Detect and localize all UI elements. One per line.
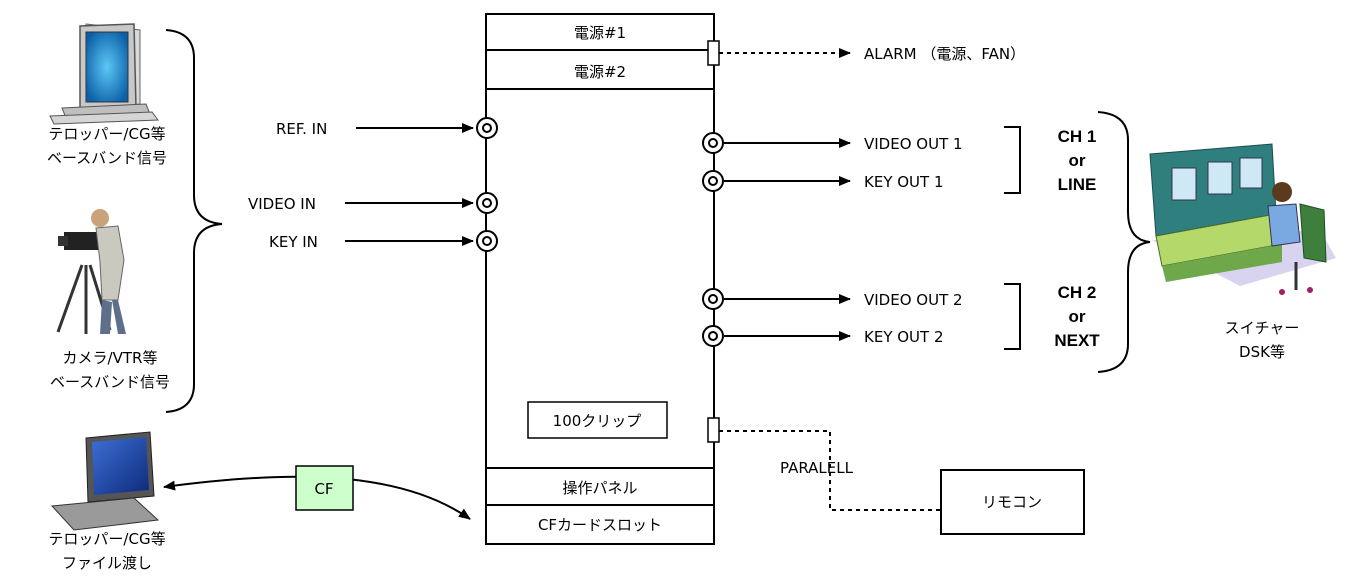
left-curly-brace <box>165 29 223 413</box>
right-curly-brace <box>1097 111 1151 373</box>
alarm-label: ALARM （電源、FAN） <box>864 45 1025 63</box>
switcher-line1: スイチャー <box>1225 319 1300 337</box>
panel-label: 操作パネル <box>562 479 637 497</box>
clip-label: 100クリップ <box>553 412 642 430</box>
video-out-2-label: VIDEO OUT 2 <box>864 291 963 309</box>
ch1-line3: LINE <box>1058 175 1097 194</box>
ch1-line2: or <box>1069 151 1086 170</box>
file-line1: テロッパー/CG等 <box>48 530 165 548</box>
output-connectors <box>702 132 724 347</box>
paralell-port <box>707 417 720 443</box>
video-in-label: VIDEO IN <box>248 195 316 213</box>
monitor-icon <box>49 23 159 125</box>
camera-vtr-line2: ベースバンド信号 <box>50 373 170 391</box>
input-arrows <box>345 123 474 246</box>
channel-brackets <box>1004 126 1021 350</box>
output-arrows <box>719 48 851 341</box>
remote-label: リモコン <box>982 493 1042 511</box>
switcher-operator-icon <box>1149 143 1336 295</box>
key-out-1-label: KEY OUT 1 <box>864 173 944 191</box>
cf-badge <box>295 465 354 511</box>
ch2-line3: NEXT <box>1054 331 1100 350</box>
ch1-line1: CH 1 <box>1058 127 1097 146</box>
ch2-line2: or <box>1069 307 1086 326</box>
power2-label: 電源#2 <box>574 63 626 81</box>
laptop-icon <box>50 431 160 531</box>
ch2-line1: CH 2 <box>1058 283 1097 302</box>
cf-badge-label: CF <box>314 480 333 498</box>
switcher-line2: DSK等 <box>1239 343 1285 361</box>
telop-cg-line1: テロッパー/CG等 <box>48 125 165 143</box>
cameraman-icon <box>56 209 126 334</box>
remote-box <box>940 469 1085 535</box>
video-out-1-label: VIDEO OUT 1 <box>864 135 963 153</box>
ref-in-label: REF. IN <box>276 120 327 138</box>
input-connectors <box>476 117 498 252</box>
power1-label: 電源#1 <box>574 24 626 42</box>
clip-box <box>527 401 668 439</box>
alarm-port <box>707 40 720 66</box>
device-box <box>485 13 715 545</box>
paralell-label: PARALELL <box>780 459 854 477</box>
telop-cg-line2: ベースバンド信号 <box>47 149 167 167</box>
file-line2: ファイル渡し <box>62 554 152 572</box>
key-in-label: KEY IN <box>269 233 318 251</box>
cf-slot-label: CFカードスロット <box>538 516 662 534</box>
camera-vtr-line1: カメラ/VTR等 <box>63 349 158 367</box>
key-out-2-label: KEY OUT 2 <box>864 328 944 346</box>
